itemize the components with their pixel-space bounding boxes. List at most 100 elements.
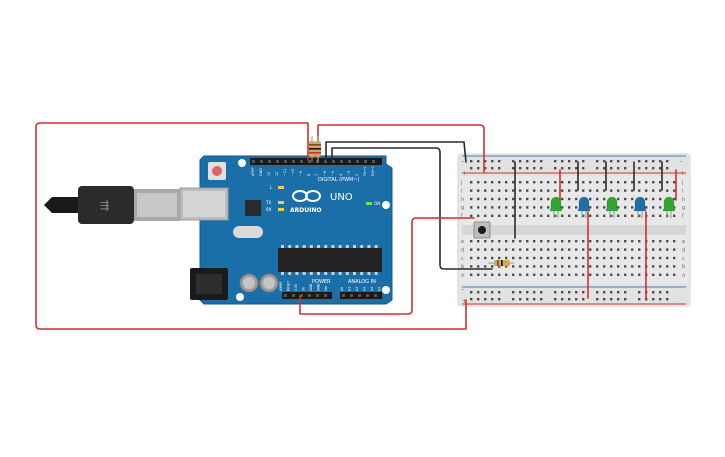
terminal-hole <box>470 197 473 201</box>
terminal-hole <box>498 214 501 217</box>
rail-hole <box>470 298 473 301</box>
terminal-hole <box>673 197 676 201</box>
terminal-hole <box>526 256 529 260</box>
header-hole <box>252 160 255 163</box>
rail-hole <box>561 298 564 301</box>
terminal-hole <box>554 256 557 260</box>
terminal-hole <box>575 256 578 260</box>
chip-pin <box>288 245 292 248</box>
wires[interactable] <box>35 122 677 330</box>
terminal-hole <box>582 265 585 268</box>
terminal-hole <box>484 248 487 251</box>
digital-pin-label: 13 <box>267 172 271 176</box>
led-green[interactable] <box>663 196 675 218</box>
terminal-hole <box>505 256 508 260</box>
terminal-hole <box>589 273 592 276</box>
rail-hole <box>596 298 599 301</box>
terminal-hole <box>540 273 543 276</box>
terminal-hole <box>617 273 620 276</box>
header-hole <box>284 294 287 297</box>
terminal-hole <box>666 256 669 260</box>
terminal-hole <box>561 181 564 184</box>
rail-hole <box>652 298 655 301</box>
terminal-hole <box>519 248 522 251</box>
usb-port-inner <box>183 191 225 217</box>
chip-pin <box>360 272 364 275</box>
terminal-hole <box>589 181 592 184</box>
terminal-hole <box>610 181 613 184</box>
analog-label: ANALOG IN <box>348 279 376 285</box>
rail-hole <box>617 291 620 294</box>
wire-red-5v[interactable] <box>299 217 475 315</box>
row-letter: f <box>682 214 684 220</box>
header-hole <box>292 294 295 297</box>
reset-button-cap[interactable] <box>212 166 222 176</box>
terminal-hole <box>505 214 508 217</box>
row-letter: c <box>682 256 685 262</box>
terminal-hole <box>589 256 592 260</box>
led-blue[interactable] <box>634 196 646 218</box>
wire-red-top[interactable] <box>317 124 485 173</box>
push-button[interactable] <box>473 221 491 239</box>
bottom-power-rail <box>458 284 690 306</box>
resistor-header-2[interactable] <box>315 136 321 162</box>
wire-black-top[interactable] <box>325 141 467 163</box>
terminal-hole <box>673 256 676 260</box>
terminal-hole <box>568 256 571 260</box>
rail-hole <box>519 167 522 170</box>
capacitor-top <box>243 277 255 289</box>
rail-hole <box>568 160 571 163</box>
terminal-hole <box>638 189 641 192</box>
led-body <box>550 196 562 212</box>
led-blue[interactable] <box>578 196 590 218</box>
led-green[interactable] <box>550 196 562 218</box>
row-letter: j <box>460 180 462 186</box>
wire-black-button[interactable] <box>331 147 493 270</box>
terminal-hole <box>498 189 501 192</box>
leds[interactable] <box>550 196 675 218</box>
terminal-hole <box>596 197 599 201</box>
terminal-hole <box>652 181 655 184</box>
terminal-hole <box>533 197 536 201</box>
terminal-hole <box>673 181 676 184</box>
row-letter: a <box>461 273 464 279</box>
row-letter: a <box>682 273 685 279</box>
rail-hole <box>645 167 648 170</box>
terminal-hole <box>596 265 599 268</box>
rail-hole <box>617 167 620 170</box>
terminal-hole <box>610 248 613 251</box>
rail-hole <box>568 167 571 170</box>
terminal-hole <box>603 240 606 243</box>
digital-pin-label: GND <box>259 168 263 176</box>
terminal-hole <box>631 181 634 184</box>
led-green[interactable] <box>606 196 618 218</box>
terminal-hole <box>568 197 571 201</box>
terminal-hole <box>540 265 543 268</box>
terminal-hole <box>603 197 606 201</box>
terminal-hole <box>540 181 543 184</box>
rail-minus-label: - <box>462 158 464 165</box>
terminal-hole <box>589 214 592 217</box>
rail-hole <box>512 298 515 301</box>
terminal-hole <box>470 265 473 268</box>
resistor-header-1[interactable] <box>309 136 315 162</box>
resistors[interactable] <box>309 136 514 266</box>
row-letter: j <box>681 180 683 186</box>
terminal-hole <box>484 265 487 268</box>
header-hole <box>276 160 279 163</box>
rail-hole <box>575 160 578 163</box>
terminal-hole <box>533 181 536 184</box>
wire-red-loop-left[interactable] <box>35 122 467 330</box>
terminal-hole <box>540 189 543 192</box>
rail-hole <box>582 298 585 301</box>
terminal-hole <box>512 197 515 201</box>
usb-cable[interactable]: ⇶ <box>44 186 180 224</box>
terminal-hole <box>470 248 473 251</box>
chip-pin <box>353 272 356 275</box>
terminal-hole <box>603 189 606 192</box>
resistor-breadboard[interactable] <box>488 260 514 266</box>
